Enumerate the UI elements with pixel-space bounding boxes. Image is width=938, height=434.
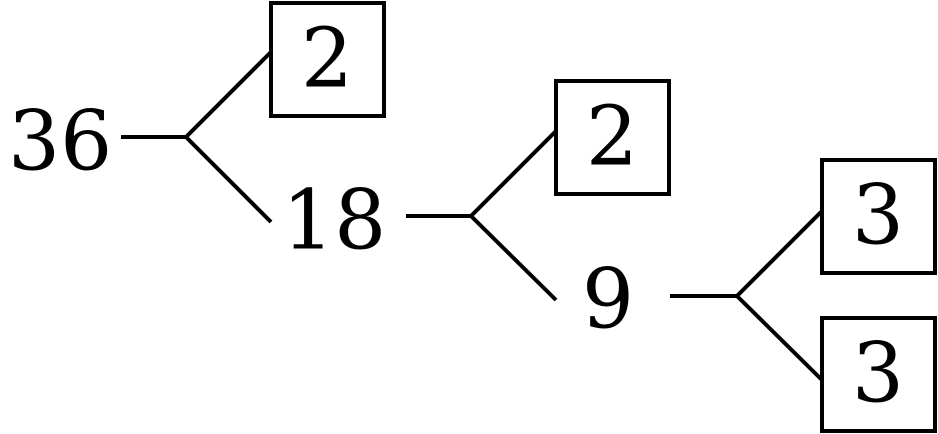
node-36: 36 [8, 95, 112, 190]
prime-box-2-middle: 2 [554, 79, 671, 196]
prime-2-top: 2 [301, 12, 353, 107]
node-9: 9 [582, 253, 634, 348]
prime-box-3-bottom: 3 [820, 316, 937, 433]
node-18: 18 [282, 174, 386, 269]
branch-18-to-9 [469, 214, 558, 302]
branch-36-to-2 [184, 50, 273, 139]
prime-box-2-top: 2 [269, 1, 386, 118]
prime-2-middle: 2 [586, 90, 638, 185]
branch-36-to-18 [184, 135, 273, 224]
branch-9-to-3-bottom [735, 294, 824, 382]
prime-3-bottom: 3 [852, 327, 904, 422]
branch-18-to-2 [469, 129, 558, 218]
prime-3-top: 3 [852, 169, 904, 264]
prime-box-3-top: 3 [820, 158, 937, 275]
branch-9-to-3-top [735, 209, 824, 298]
